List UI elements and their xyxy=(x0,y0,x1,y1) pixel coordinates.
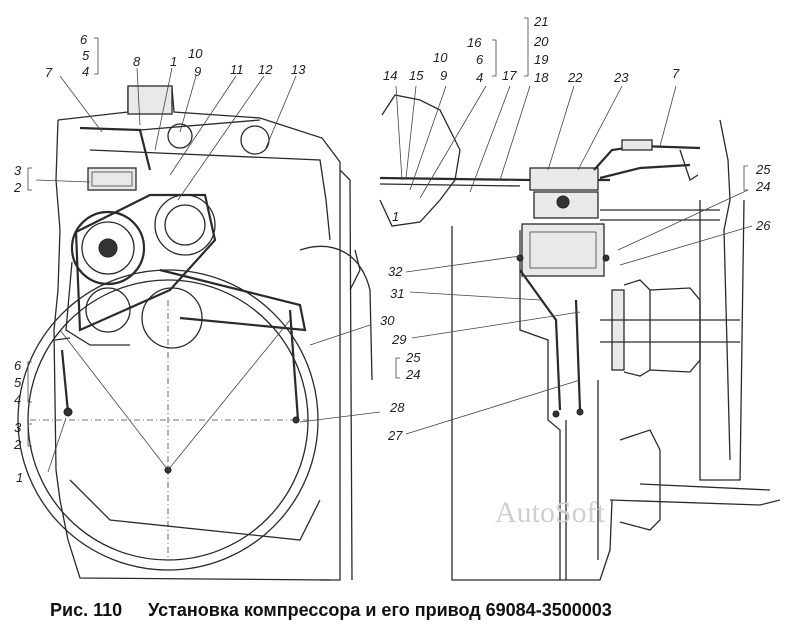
callout-left-8: 8 xyxy=(133,54,141,69)
right-view-drawing xyxy=(379,94,781,581)
callout-right-10: 10 xyxy=(433,50,448,65)
callout-left-4: 4 xyxy=(82,64,89,79)
callout-right-32: 32 xyxy=(388,264,403,279)
callout-left-9: 9 xyxy=(194,64,201,79)
left-leaders xyxy=(27,37,400,473)
callout-left-5-lower: 5 xyxy=(14,375,22,390)
callout-right-23: 23 xyxy=(613,70,629,85)
callout-right-7: 7 xyxy=(672,66,680,81)
callout-left-3-lower: 3 xyxy=(14,420,22,435)
callout-left-2-lower: 2 xyxy=(13,437,22,452)
callout-left-24: 24 xyxy=(405,367,420,382)
callout-right-26: 26 xyxy=(755,218,771,233)
callout-right-31: 31 xyxy=(390,286,404,301)
left-callouts: 6 5 4 8 1 10 9 11 12 13 7 3 2 6 5 4 3 2 … xyxy=(13,32,421,485)
callout-right-18: 18 xyxy=(534,70,549,85)
callout-left-13: 13 xyxy=(291,62,306,77)
callout-right-15: 15 xyxy=(409,68,424,83)
callout-left-6: 6 xyxy=(80,32,88,47)
callout-left-11: 11 xyxy=(230,62,244,77)
callout-right-27: 27 xyxy=(387,428,403,443)
callout-left-1-lower: 1 xyxy=(16,470,23,485)
callout-right-29: 29 xyxy=(391,332,406,347)
callout-left-4-lower: 4 xyxy=(14,392,21,407)
callout-left-10: 10 xyxy=(188,46,203,61)
callout-left-3-upper: 3 xyxy=(14,163,22,178)
callout-left-25: 25 xyxy=(405,350,421,365)
callout-right-6: 6 xyxy=(476,52,484,67)
callout-right-4: 4 xyxy=(476,70,483,85)
callout-right-25: 25 xyxy=(755,162,771,177)
callout-left-5: 5 xyxy=(82,48,90,63)
caption-prefix: Рис. 110 xyxy=(50,600,122,620)
callout-right-16: 16 xyxy=(467,35,482,50)
figure-caption: Рис. 110 Установка компрессора и его при… xyxy=(50,600,612,620)
callout-left-7: 7 xyxy=(45,65,53,80)
callout-left-2-upper: 2 xyxy=(13,180,22,195)
callout-right-19: 19 xyxy=(534,52,548,67)
callout-left-28: 28 xyxy=(389,400,405,415)
watermark: AutoSoft xyxy=(495,496,606,529)
callout-left-6-lower: 6 xyxy=(14,358,22,373)
callout-left-30: 30 xyxy=(380,313,395,328)
right-callouts: 14 15 10 9 16 6 4 17 21 20 19 18 22 23 7… xyxy=(383,14,771,443)
left-view-drawing xyxy=(17,85,373,581)
callout-right-24: 24 xyxy=(755,179,770,194)
callout-right-20: 20 xyxy=(533,34,549,49)
callout-left-1: 1 xyxy=(170,54,177,69)
callout-right-14: 14 xyxy=(383,68,397,83)
callout-right-21: 21 xyxy=(533,14,548,29)
callout-right-1: 1 xyxy=(392,209,399,224)
callout-right-9: 9 xyxy=(440,68,447,83)
right-leaders xyxy=(395,17,753,435)
callout-right-17: 17 xyxy=(502,68,517,83)
callout-left-12: 12 xyxy=(258,62,273,77)
callout-right-22: 22 xyxy=(567,70,583,85)
caption-text: Установка компрессора и его привод 69084… xyxy=(148,600,612,620)
